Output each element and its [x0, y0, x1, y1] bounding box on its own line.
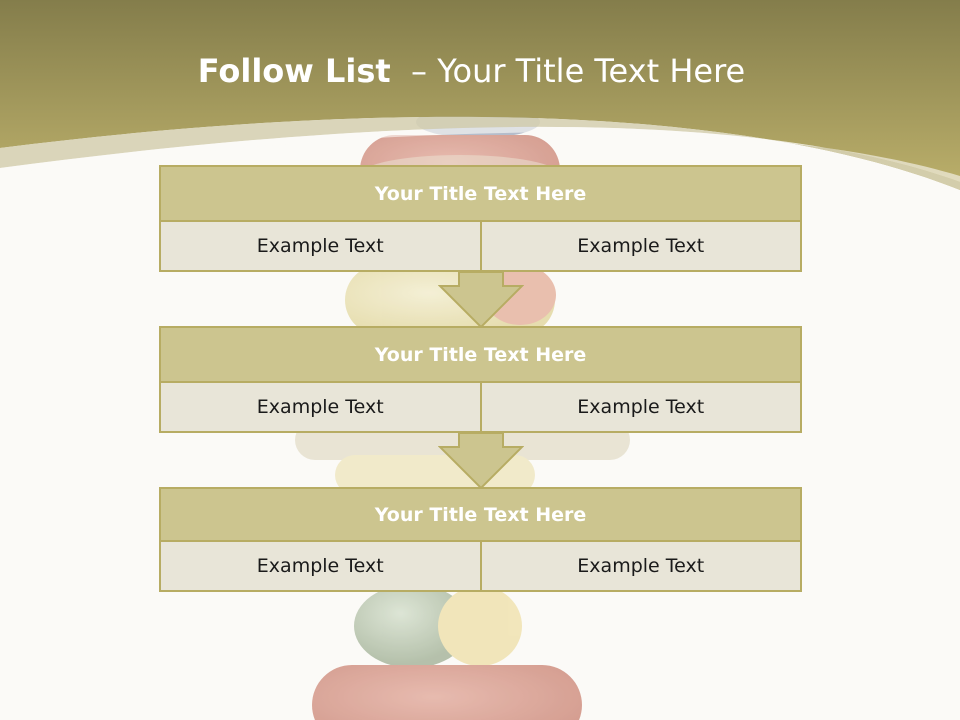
- row-title: Your Title Text Here: [159, 326, 802, 383]
- row-cell-left: Example Text: [159, 542, 482, 592]
- row-cell-right: Example Text: [481, 222, 802, 272]
- row-cell-right: Example Text: [481, 383, 802, 433]
- follow-row-1: Your Title Text Here Example Text Exampl…: [159, 165, 802, 272]
- row-title: Your Title Text Here: [159, 487, 802, 542]
- row-cell-left: Example Text: [159, 222, 482, 272]
- header-band: [0, 0, 960, 190]
- down-arrow-icon: [438, 271, 524, 329]
- header-swoosh: [0, 116, 960, 190]
- row-cell-left: Example Text: [159, 383, 482, 433]
- down-arrow-icon: [438, 432, 524, 490]
- row-cell-right: Example Text: [481, 542, 802, 592]
- slide-title-rest: – Your Title Text Here: [390, 52, 746, 90]
- slide-title-bold: Follow List: [197, 52, 391, 90]
- follow-row-2: Your Title Text Here Example Text Exampl…: [159, 326, 802, 433]
- row-title: Your Title Text Here: [159, 165, 802, 222]
- follow-row-3: Your Title Text Here Example Text Exampl…: [159, 487, 802, 592]
- pill-stack-image: [295, 106, 630, 720]
- slide-title: Follow List – Your Title Text Here: [0, 52, 943, 90]
